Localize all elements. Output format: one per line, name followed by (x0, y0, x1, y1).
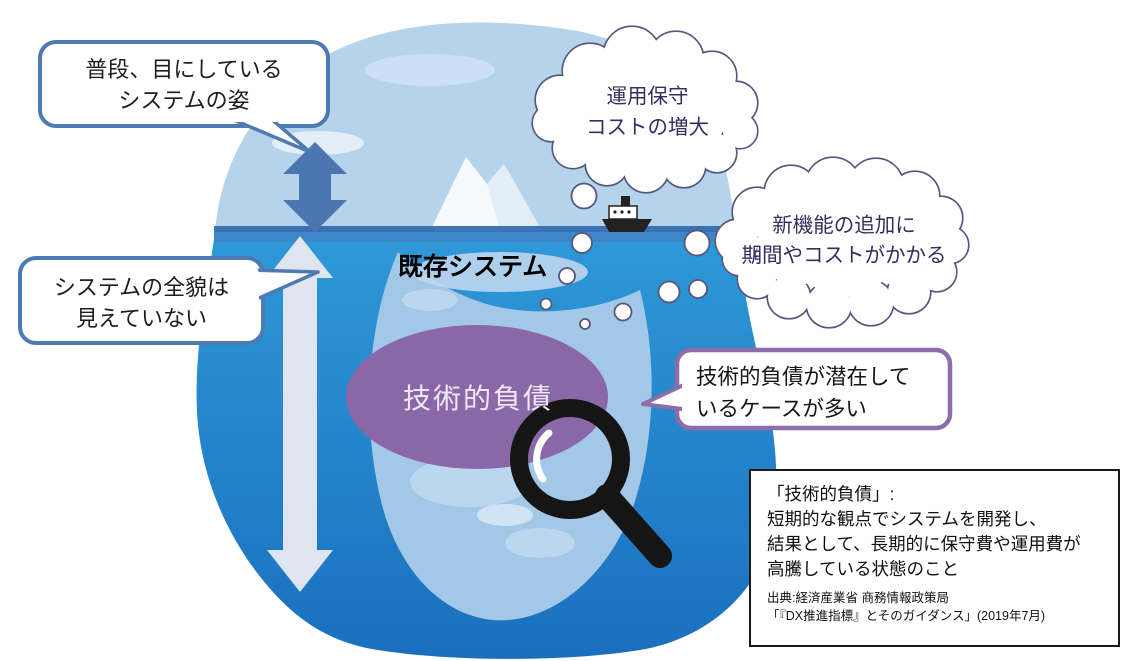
technical-debt-label: 技術的負債 (402, 383, 553, 414)
thought-bubble-trail (539, 182, 711, 330)
magnifying-glass-icon (510, 399, 672, 568)
definition-source: 出典:経済産業省 商務情報政策局 「『DX推進指標』とそのガイダンス」(2019… (767, 591, 1046, 623)
thought-cloud-new-features (714, 156, 970, 329)
sky-cloud-patch (365, 54, 495, 86)
technical-debt-ellipse (346, 325, 608, 469)
iceberg-patch (410, 457, 530, 507)
double-arrow-small-icon (283, 142, 347, 232)
thought-cloud-new-features-text: 新機能の追加に 期間やコストがかかる (741, 214, 947, 267)
existing-system-label: 既存システム (398, 253, 548, 281)
definition-box: 「技術的負債」: 短期的な観点でシステムを開発し、 結果として、長期的に保守費や… (749, 469, 1120, 647)
speech-bubble-full-picture-text: システムの全貌は 見えていない (53, 275, 230, 331)
iceberg-tip-shade (487, 164, 542, 231)
double-arrow-large-icon (267, 236, 333, 592)
iceberg-patch (477, 504, 533, 526)
speech-bubble-latent-debt-text: 技術的負債が潜在して いるケースが多い (696, 365, 911, 421)
water-surface-band (214, 232, 737, 242)
water-surface (214, 226, 737, 232)
thought-cloud-maintenance-cost-text: 運用保守 コストの増大 (586, 85, 709, 139)
speech-bubble-latent-debt-shape (641, 347, 953, 431)
ship-icon (602, 196, 652, 232)
definition-body: 「技術的負債」: 短期的な観点でシステムを開発し、 結果として、長期的に保守費や… (767, 484, 1081, 579)
speech-bubble-usual-view-shape (38, 40, 330, 154)
speech-bubble-usual-view-text: 普段、目にしている システムの姿 (85, 57, 283, 113)
iceberg-patch (505, 528, 575, 558)
iceberg-patch (412, 252, 588, 292)
thought-cloud-maintenance-cost (531, 25, 759, 194)
speech-bubble-full-picture-shape (18, 256, 320, 345)
iceberg-patch (402, 289, 458, 311)
